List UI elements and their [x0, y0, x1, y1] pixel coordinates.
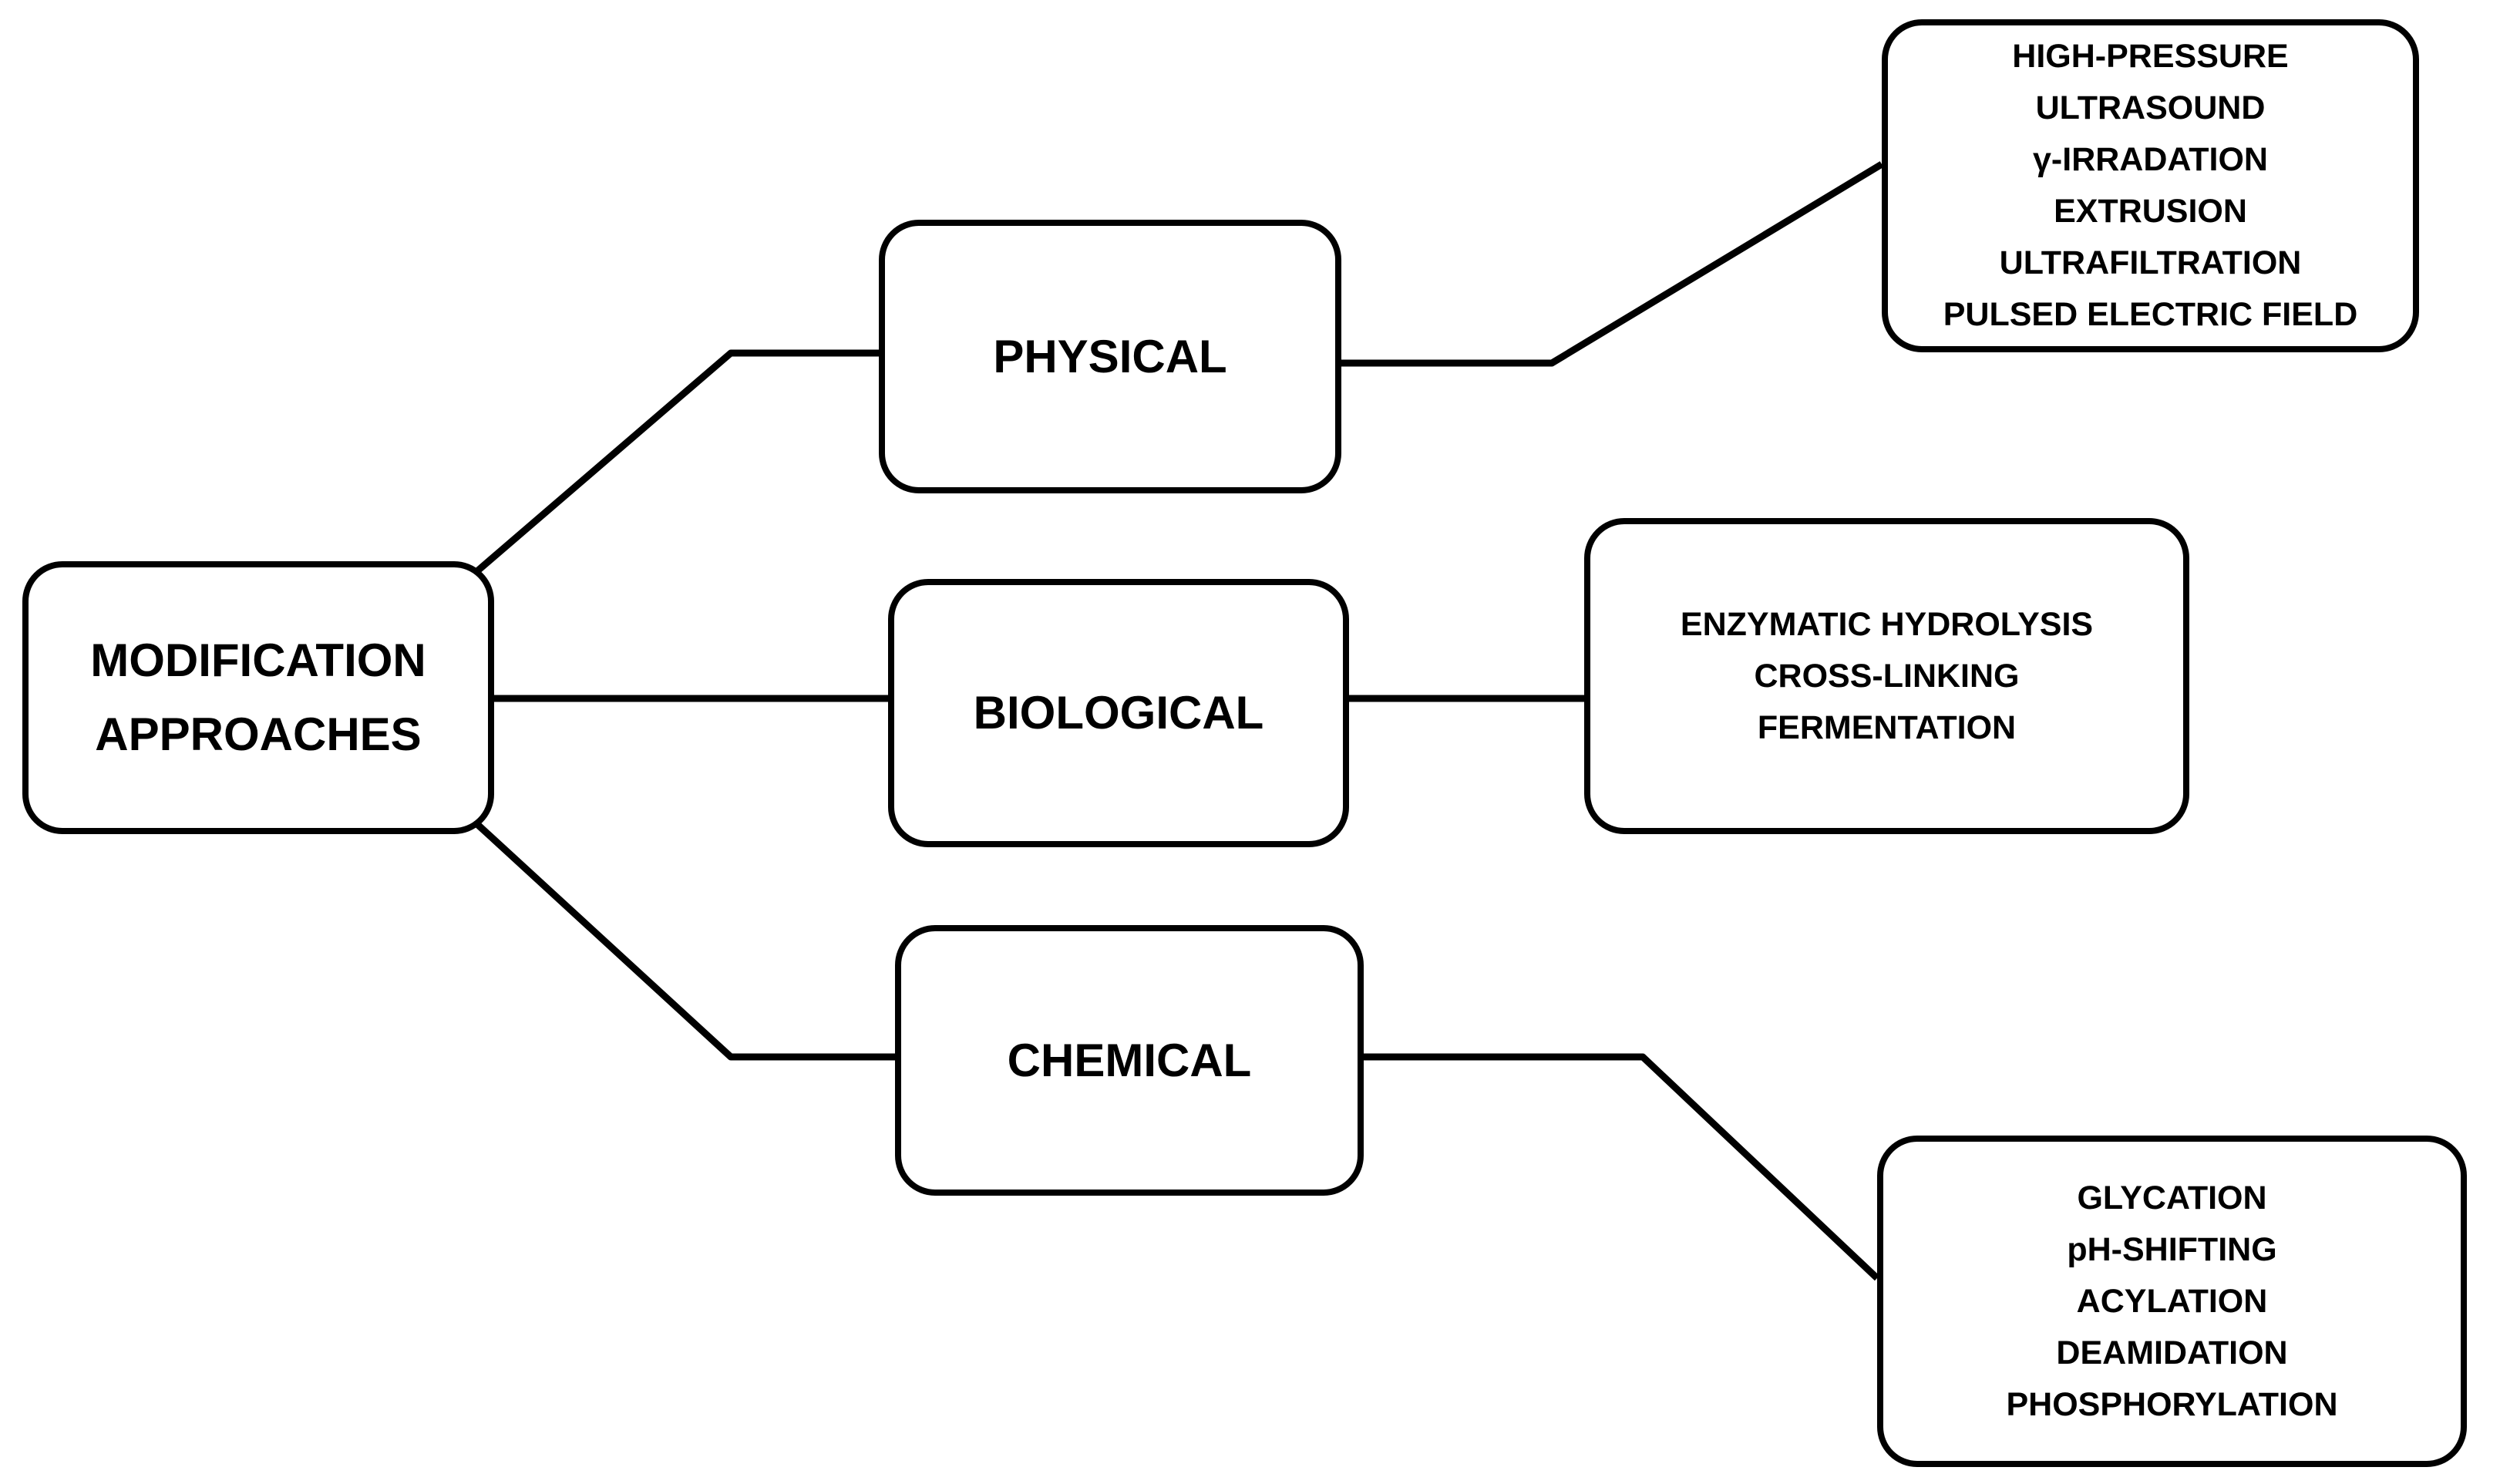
method-item: ULTRASOUND: [2035, 89, 2266, 126]
method-item: pH-SHIFTING: [2067, 1230, 2277, 1268]
method-item: FERMENTATION: [1757, 708, 2017, 746]
connector-root-physical: [476, 349, 879, 574]
method-item: ENZYMATIC HYDROLYSIS: [1680, 605, 2094, 643]
method-item: PHOSPHORYLATION: [2006, 1385, 2338, 1423]
method-item: γ-IRRADATION: [2033, 141, 2268, 178]
method-item: DEAMIDATION: [2056, 1334, 2288, 1371]
connector-root-chemical: [475, 822, 895, 1061]
chemical-methods-box: GLYCATION pH-SHIFTING ACYLATION DEAMIDAT…: [1877, 1136, 2467, 1467]
method-item: HIGH-PRESSURE: [2012, 38, 2289, 75]
modification-approaches-label-line2: APPROACHES: [95, 708, 422, 760]
chemical-box: CHEMICAL: [895, 925, 1364, 1196]
modification-approaches-box: MODIFICATION APPROACHES: [22, 561, 494, 834]
method-item: ACYLATION: [2076, 1282, 2268, 1320]
physical-methods-box: HIGH-PRESSURE ULTRASOUND γ-IRRADATION EX…: [1882, 19, 2419, 352]
modification-approaches-label-line1: MODIFICATION: [90, 634, 426, 686]
method-item: PULSED ELECTRIC FIELD: [1943, 296, 2358, 333]
connector-chemical-methods: [1364, 1053, 1880, 1281]
physical-box: PHYSICAL: [879, 220, 1341, 493]
biological-box: BIOLOGICAL: [888, 579, 1349, 847]
physical-label: PHYSICAL: [993, 330, 1227, 382]
method-item: EXTRUSION: [2054, 193, 2247, 230]
method-item: ULTRAFILTRATION: [1999, 244, 2302, 281]
biological-label: BIOLOGICAL: [973, 687, 1264, 739]
chemical-label: CHEMICAL: [1007, 1034, 1252, 1086]
connector-physical-methods: [1341, 161, 1884, 367]
method-item: GLYCATION: [2077, 1179, 2267, 1216]
biological-methods-box: ENZYMATIC HYDROLYSIS CROSS-LINKING FERME…: [1584, 518, 2189, 834]
method-item: CROSS-LINKING: [1754, 657, 2020, 695]
